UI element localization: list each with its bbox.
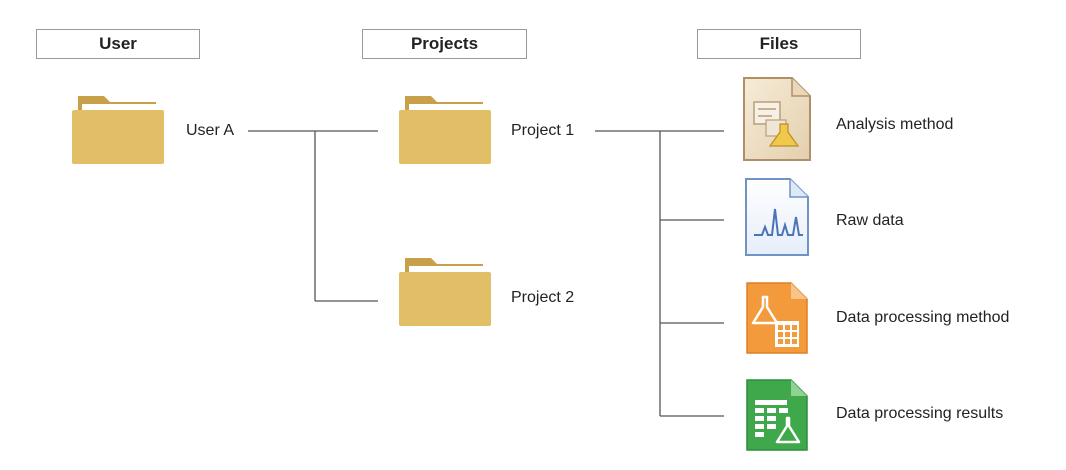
projects-column-header: Projects xyxy=(362,29,527,59)
project-2-label[interactable]: Project 2 xyxy=(511,289,575,306)
project-2-folder-icon[interactable] xyxy=(397,252,493,328)
data-processing-results-label[interactable]: Data processing results xyxy=(836,405,1004,422)
analysis-method-label[interactable]: Analysis method xyxy=(836,116,954,133)
data-processing-method-label[interactable]: Data processing method xyxy=(836,309,1010,326)
files-column-header: Files xyxy=(697,29,861,59)
analysis-method-file-icon[interactable] xyxy=(742,76,812,162)
data-processing-results-file-icon[interactable] xyxy=(745,378,809,452)
project-1-folder-icon[interactable] xyxy=(397,90,493,166)
raw-data-file-icon[interactable] xyxy=(744,177,810,257)
data-processing-method-file-icon[interactable] xyxy=(745,281,809,355)
user-column-header: User xyxy=(36,29,200,59)
folder-icon[interactable] xyxy=(70,90,166,166)
user-label[interactable]: User A xyxy=(186,122,235,139)
raw-data-label[interactable]: Raw data xyxy=(836,212,904,229)
project-1-label[interactable]: Project 1 xyxy=(511,122,575,139)
